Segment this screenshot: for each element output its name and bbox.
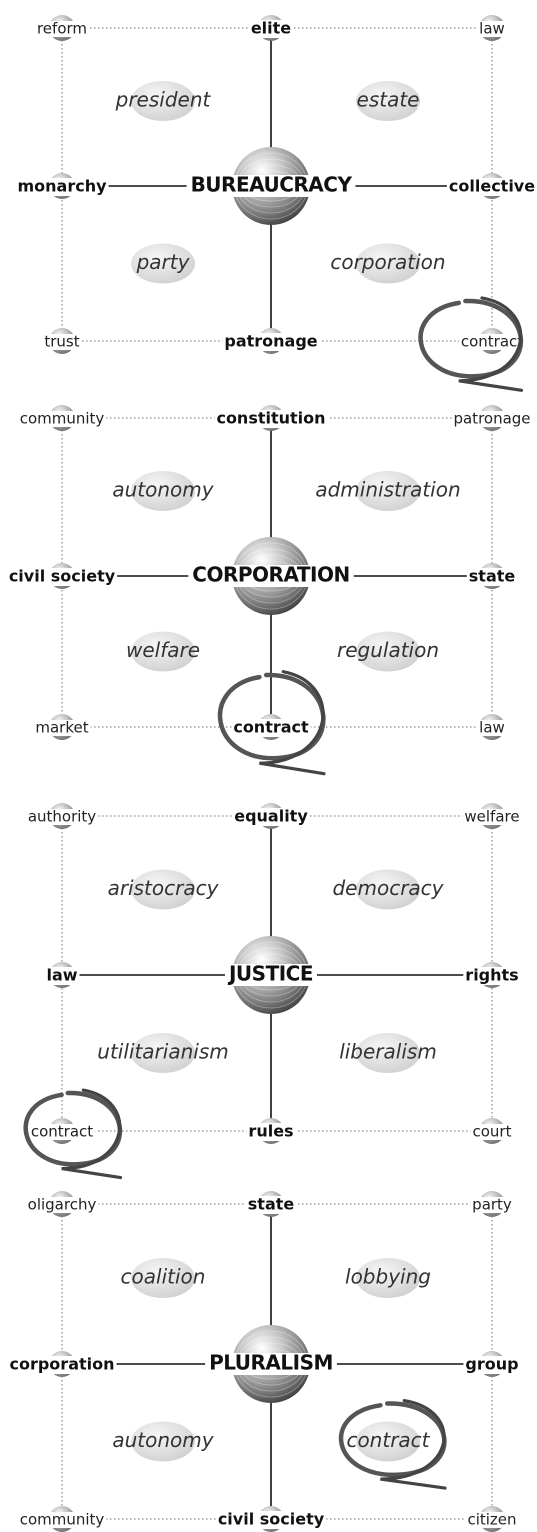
corner-label: welfare — [464, 808, 519, 826]
quadrant-label: regulation — [337, 638, 439, 662]
corner-label: law — [479, 20, 505, 38]
quadrant-label: lobbying — [345, 1265, 431, 1289]
edge-label: monarchy — [17, 177, 107, 196]
edge-label: law — [46, 966, 77, 985]
corner-label: market — [35, 719, 88, 737]
edge-label: group — [465, 1355, 518, 1374]
quadrant-label: utilitarianism — [97, 1040, 228, 1064]
highlight-scribble — [217, 670, 326, 776]
highlight-scribble — [338, 1399, 447, 1490]
edge-label: civil society — [218, 1510, 325, 1529]
highlight-scribble — [23, 1088, 123, 1180]
center-label: PLURALISM — [209, 1351, 333, 1375]
center-label: CORPORATION — [192, 563, 349, 587]
highlight-scribble — [418, 296, 524, 392]
quadrant-label: aristocracy — [108, 876, 220, 900]
corner-label: authority — [28, 808, 96, 826]
edge-label: state — [469, 567, 516, 586]
corner-label: contract — [461, 333, 523, 351]
edge-label: civil society — [9, 567, 116, 586]
corner-label: law — [479, 719, 505, 737]
quadrant-label: coalition — [121, 1265, 206, 1289]
edge-label: collective — [449, 177, 535, 196]
quadrant-label: president — [115, 88, 212, 112]
diagram-bureaucracy: president estate party corporation reform law… — [15, 15, 537, 392]
edge-label: constitution — [216, 409, 325, 428]
corner-label: oligarchy — [28, 1196, 97, 1214]
diagram-pluralism: coalition lobbying autonomy contract oligarc… — [7, 1191, 521, 1532]
quadrant-label: corporation — [330, 250, 445, 274]
edge-label: elite — [251, 19, 291, 38]
corner-label: court — [473, 1123, 512, 1141]
corner-label: trust — [44, 333, 79, 351]
diagram-justice: aristocracy democracy utilitarianism libera… — [23, 803, 522, 1180]
edge-label: state — [248, 1195, 295, 1214]
corner-label: patronage — [453, 410, 530, 428]
corner-label: reform — [37, 20, 87, 38]
quadrant-label: liberalism — [339, 1040, 437, 1064]
edge-label: rules — [248, 1122, 293, 1141]
corner-label: community — [20, 410, 105, 428]
quadrant-label: autonomy — [112, 478, 214, 502]
quadrant-label: welfare — [126, 638, 200, 662]
quadrant-label: autonomy — [112, 1428, 214, 1452]
center-label: BUREAUCRACY — [191, 173, 353, 197]
edge-label: corporation — [9, 1355, 114, 1374]
corner-label: citizen — [467, 1511, 516, 1529]
quadrant-label: democracy — [332, 876, 444, 900]
quadrant-label: estate — [357, 88, 420, 112]
edge-label: patronage — [224, 332, 317, 351]
quadrant-label: administration — [315, 478, 460, 502]
edge-label: equality — [234, 807, 308, 826]
corner-label: contract — [31, 1123, 93, 1141]
corner-label: community — [20, 1511, 105, 1529]
quadrant-label: contract — [346, 1428, 430, 1452]
corner-label: party — [472, 1196, 512, 1214]
quadrant-label: party — [136, 250, 191, 274]
edge-label: contract — [233, 718, 309, 737]
center-label: JUSTICE — [227, 962, 313, 986]
diagram-corporation: autonomy administration welfare regulation c… — [6, 405, 533, 776]
edge-label: rights — [465, 966, 518, 985]
